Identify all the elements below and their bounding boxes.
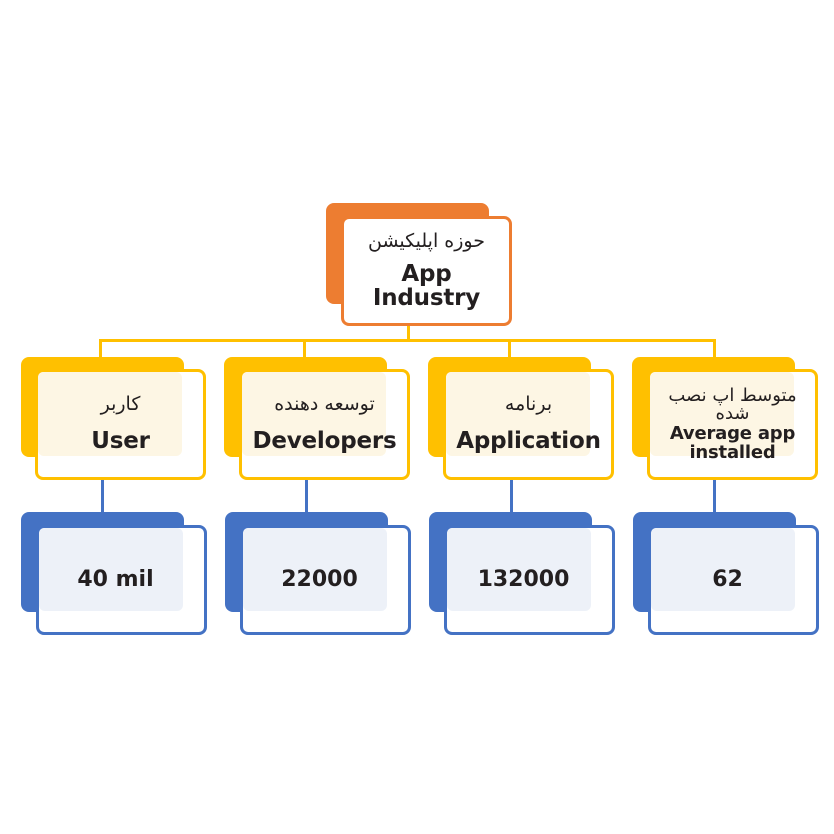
value-connector-application xyxy=(510,478,513,514)
value-node-average: 62 xyxy=(648,525,819,635)
value-connector-average xyxy=(713,478,716,514)
value-node-application: 132000 xyxy=(444,525,615,635)
value-fill-application xyxy=(447,528,591,611)
category-label-fa-average: متوسط اپ نصب شده xyxy=(668,384,797,424)
value-connector-user xyxy=(101,478,104,514)
value-label-average: 62 xyxy=(712,567,743,593)
value-fill-average xyxy=(651,528,795,611)
category-fill-application xyxy=(446,372,590,456)
branch-connector-average xyxy=(713,339,716,359)
category-label-en-application: Application xyxy=(456,428,601,455)
root-label-fa: حوزه اپلیکیشن xyxy=(368,229,485,252)
category-fill-average xyxy=(650,372,794,456)
root-label-en: App Industry xyxy=(372,260,481,311)
branch-connector-application xyxy=(508,339,511,359)
category-label-fa-application: برنامه xyxy=(504,393,553,416)
branch-connector-user xyxy=(99,339,102,359)
value-label-developers: 22000 xyxy=(281,567,358,593)
value-node-developers: 22000 xyxy=(240,525,411,635)
value-label-application: 132000 xyxy=(477,567,570,593)
category-label-en-developers: Developers xyxy=(252,428,397,455)
value-label-user: 40 mil xyxy=(77,567,154,593)
horizontal-connector xyxy=(99,339,716,342)
category-label-fa-developers: توسعه دهنده xyxy=(274,393,375,416)
value-fill-user xyxy=(39,528,183,611)
category-node-average: متوسط اپ نصب شده Average app installed xyxy=(647,369,818,480)
category-label-en-average: Average app installed xyxy=(669,422,796,463)
category-node-user: کاربر User xyxy=(35,369,206,480)
value-connector-developers xyxy=(305,478,308,514)
category-fill-developers xyxy=(242,372,386,456)
root-connector xyxy=(407,312,410,342)
branch-connector-developers xyxy=(303,339,306,359)
root-node: حوزه اپلیکیشن App Industry xyxy=(341,216,512,326)
category-node-developers: توسعه دهنده Developers xyxy=(239,369,410,480)
value-fill-developers xyxy=(243,528,387,611)
category-fill-user xyxy=(38,372,182,456)
category-node-application: برنامه Application xyxy=(443,369,614,480)
category-label-fa-user: کاربر xyxy=(100,393,141,416)
value-node-user: 40 mil xyxy=(36,525,207,635)
category-label-en-user: User xyxy=(91,428,150,455)
